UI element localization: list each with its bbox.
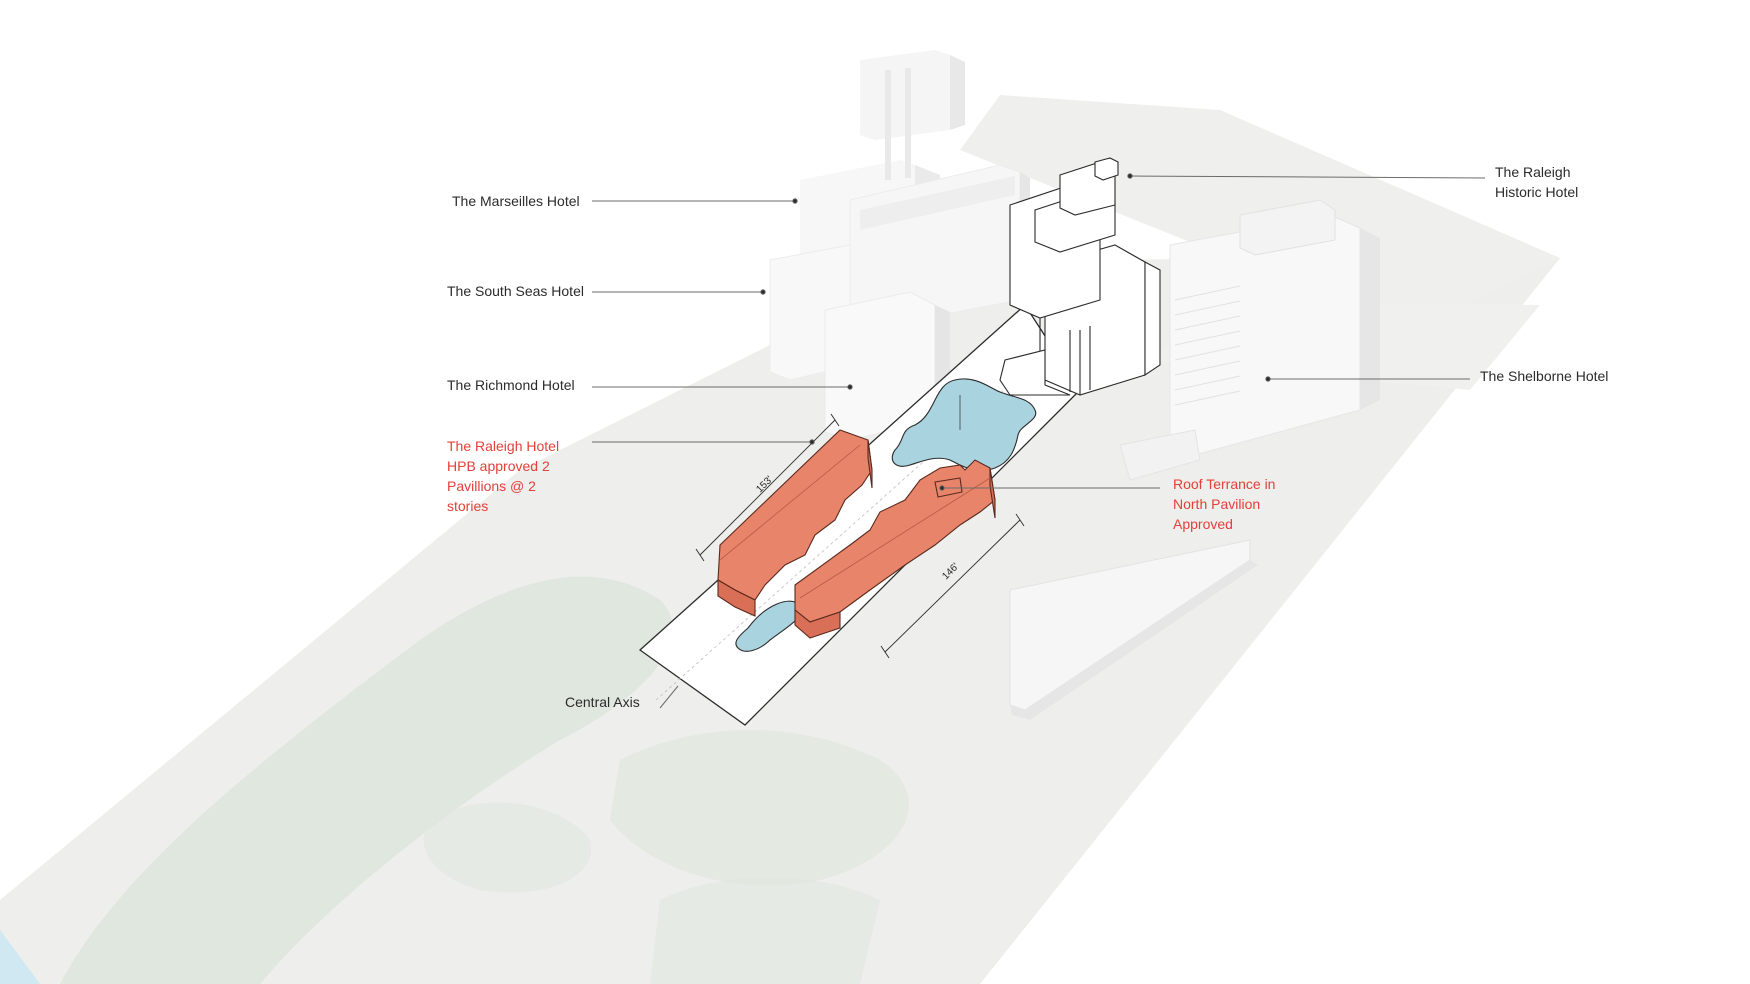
label-central-axis: Central Axis — [565, 694, 640, 710]
shelborne-plinth — [1009, 539, 1258, 720]
label-roof-terrace: Roof Terrance in North Pavilion Approved — [1173, 476, 1276, 532]
pavilion-b — [794, 459, 996, 639]
raleigh-historic-hotel-building — [999, 157, 1161, 396]
ocean — [0, 930, 40, 984]
beach-vegetation — [60, 576, 909, 984]
pavilion-a — [717, 429, 873, 617]
label-richmond-hotel: The Richmond Hotel — [447, 377, 575, 393]
pool — [735, 378, 1037, 652]
leader-lines — [592, 173, 1486, 709]
label-raleigh-hotel-hpb: The Raleigh Hotel HPB approved 2 Pavilli… — [447, 438, 560, 514]
label-south-seas-hotel: The South Seas Hotel — [447, 283, 584, 299]
label-shelborne-hotel: The Shelborne Hotel — [1480, 368, 1609, 384]
label-raleigh-historic-hotel: The Raleigh Historic Hotel — [1495, 164, 1579, 200]
shelborne-hotel-building — [1119, 199, 1380, 481]
label-marseilles-hotel: The Marseilles Hotel — [452, 193, 580, 209]
